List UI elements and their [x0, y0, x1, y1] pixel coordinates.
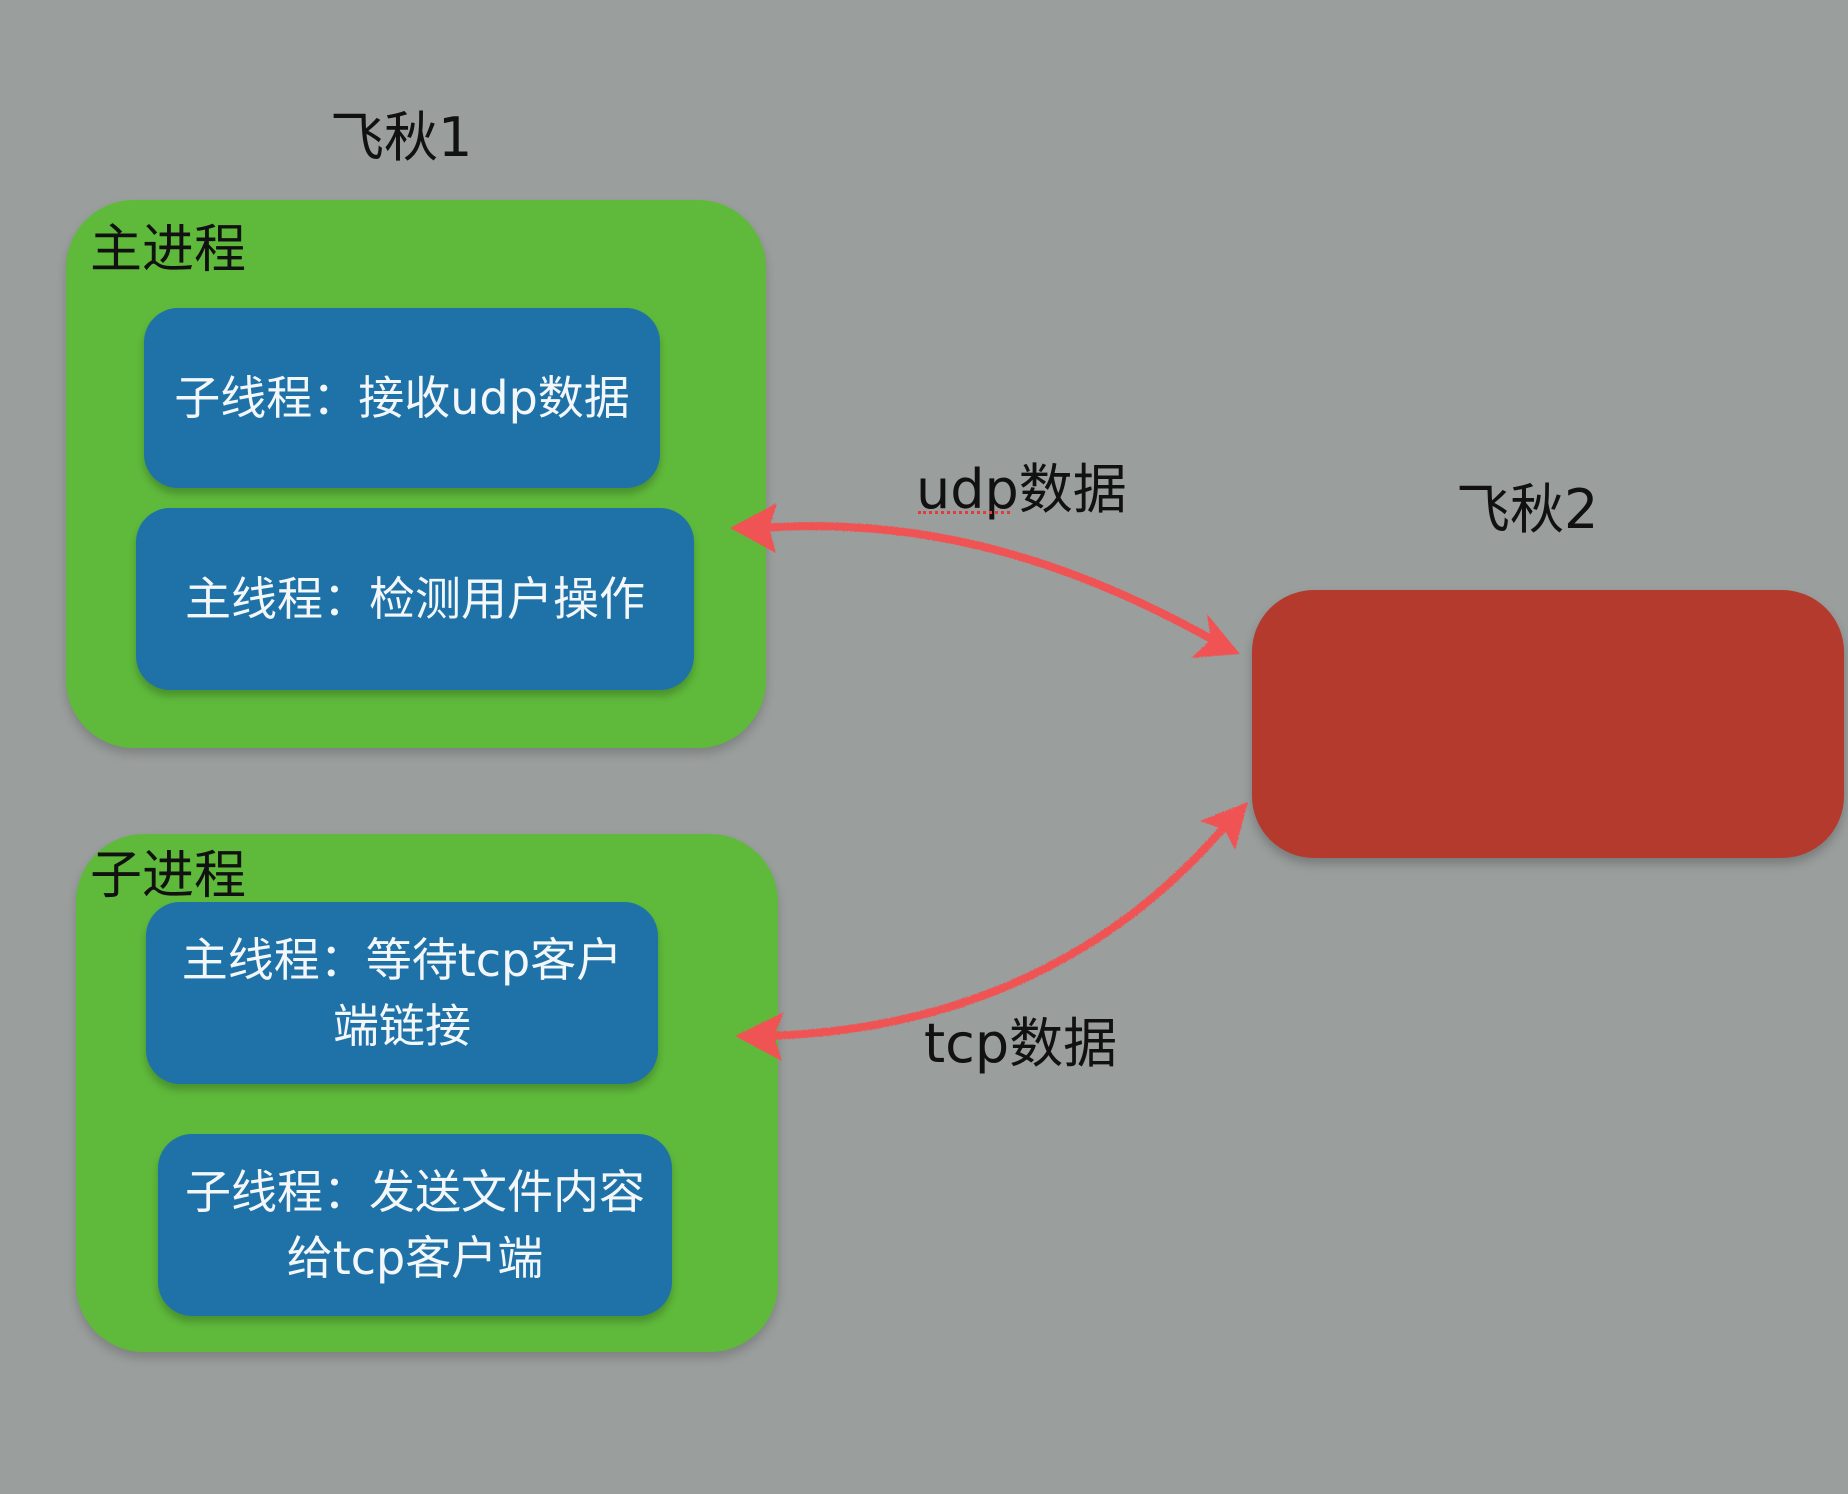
udp-arrowhead-right — [1191, 614, 1240, 658]
main-process-thread-ui: 主线程：检测用户操作 — [136, 508, 694, 690]
tcp-data-label: tcp数据 — [924, 1012, 1118, 1075]
tcp-arrowhead-right — [1200, 802, 1248, 850]
tcp-arrow-line — [761, 816, 1234, 1040]
child-process-title: 子进程 — [90, 846, 247, 906]
node2-label: 飞秋2 — [1456, 478, 1599, 541]
main-process-thread-udp: 子线程：接收udp数据 — [144, 308, 660, 488]
thread-label: 子线程：发送文件内容 给tcp客户端 — [185, 1165, 645, 1285]
node1-label: 飞秋1 — [330, 106, 473, 169]
main-process-title: 主进程 — [90, 220, 247, 280]
udp-spellcheck-underline — [918, 511, 1010, 514]
udp-double-arrow — [730, 503, 1240, 658]
udp-data-label: udp数据 — [916, 458, 1127, 521]
child-process-thread-send-file: 子线程：发送文件内容 给tcp客户端 — [158, 1134, 672, 1316]
node2-box — [1252, 590, 1844, 858]
thread-label: 主线程：等待tcp客户 端链接 — [181, 933, 623, 1053]
child-process-thread-tcp-wait: 主线程：等待tcp客户 端链接 — [146, 902, 658, 1084]
thread-label: 主线程：检测用户操作 — [185, 572, 645, 626]
thread-label: 子线程：接收udp数据 — [174, 371, 630, 425]
udp-arrow-line — [756, 522, 1226, 649]
